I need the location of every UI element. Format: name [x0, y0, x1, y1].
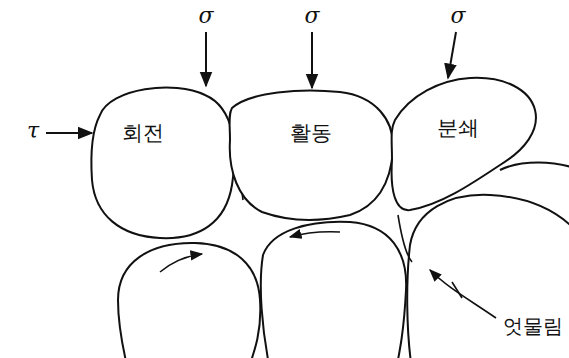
- mechanism-label: 회전: [122, 122, 164, 145]
- mechanism-label: 활동: [290, 122, 332, 145]
- sliding-arrow: [290, 232, 340, 237]
- shear-symbol: τ: [25, 119, 41, 143]
- shear-arrow: [46, 132, 92, 134]
- mechanism-label: 분쇄: [437, 117, 479, 140]
- stress-symbol: σ: [448, 4, 467, 28]
- particle-outline: [392, 78, 536, 210]
- lower-particle: [118, 243, 260, 358]
- stress-symbol: σ: [302, 4, 321, 28]
- stress-arrow: [311, 32, 313, 88]
- lower-particle: [261, 222, 406, 358]
- particle-outline: [86, 76, 242, 246]
- rotation-arrow: [160, 254, 202, 272]
- soil-particle: 분쇄: [388, 74, 540, 214]
- particle-outline: [91, 88, 234, 239]
- leader-line: [430, 270, 496, 318]
- stress-symbol: σ: [196, 4, 215, 28]
- interlock-line: [398, 215, 412, 262]
- cross-mark: [452, 282, 462, 298]
- particle-outline: [230, 91, 394, 220]
- soil-particle: 회전: [86, 76, 242, 246]
- soil-particle: 활동: [224, 84, 399, 226]
- stress-arrow: [205, 32, 207, 86]
- stress-arrow: [448, 32, 456, 78]
- lower-particle: [500, 163, 569, 171]
- mechanism-label: 엇물림: [501, 315, 565, 337]
- particle-outline: [224, 84, 399, 226]
- particle-outline: [388, 74, 540, 214]
- lower-particle: [407, 195, 569, 358]
